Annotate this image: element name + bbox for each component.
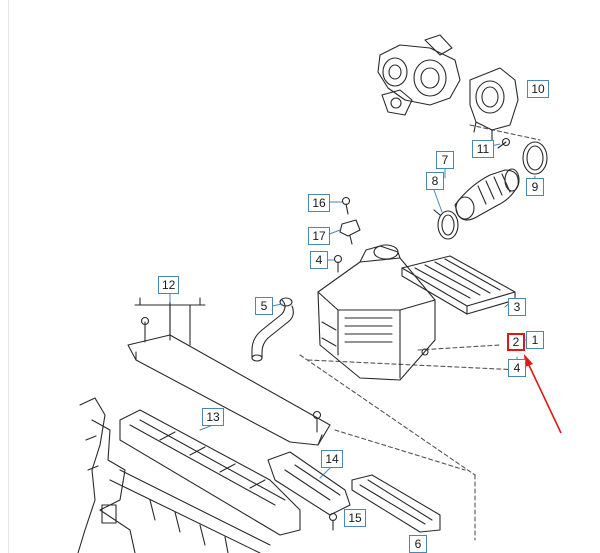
callout-7: 7	[436, 151, 454, 169]
part-16-bolt	[341, 196, 351, 215]
callout-11: 11	[472, 140, 494, 158]
part-9-clamp	[522, 141, 548, 175]
part-6-intake-snorkel	[351, 474, 441, 533]
callout-14: 14	[321, 450, 343, 468]
part-14-duct-section	[267, 451, 351, 516]
part-15-bolt	[328, 512, 338, 531]
part-17-sensor	[339, 219, 361, 245]
callout-13: 13	[202, 408, 224, 426]
callout-15: 15	[344, 509, 366, 527]
assembly-guide-lines	[299, 124, 541, 541]
page-edge-rule	[8, 0, 9, 553]
callout-3: 3	[508, 298, 526, 316]
callout-9: 9	[526, 178, 544, 196]
part-7-intake-hose	[454, 168, 520, 221]
callout-2: 2	[507, 333, 525, 351]
callout-10: 10	[527, 80, 549, 98]
callout-1: 1	[526, 331, 544, 349]
callout-4-upper: 4	[310, 251, 328, 269]
callout-16: 16	[308, 194, 330, 212]
callout-4-lower: 4	[508, 359, 526, 377]
part-11-bolt	[497, 137, 511, 149]
callout-6: 6	[409, 535, 427, 553]
part-4-bolt-upper	[333, 254, 343, 273]
callout-5: 5	[255, 297, 273, 315]
callout-12: 12	[158, 276, 180, 294]
part-8-hose-clamp	[433, 209, 459, 240]
part-13-lower-duct	[119, 409, 301, 536]
part-12-air-guide	[127, 297, 331, 446]
callout-8: 8	[426, 172, 444, 190]
throttle-assembly	[377, 34, 461, 116]
callout-leaders	[169, 143, 536, 479]
part-3-filter-element	[401, 255, 516, 315]
callout-17: 17	[308, 227, 330, 245]
radiator-support-frame	[77, 397, 271, 553]
part-10-throttle-housing	[469, 67, 519, 141]
part-5-hose	[251, 297, 294, 362]
part-1-air-cleaner-housing	[317, 244, 436, 381]
highlight-arrow	[524, 354, 562, 434]
